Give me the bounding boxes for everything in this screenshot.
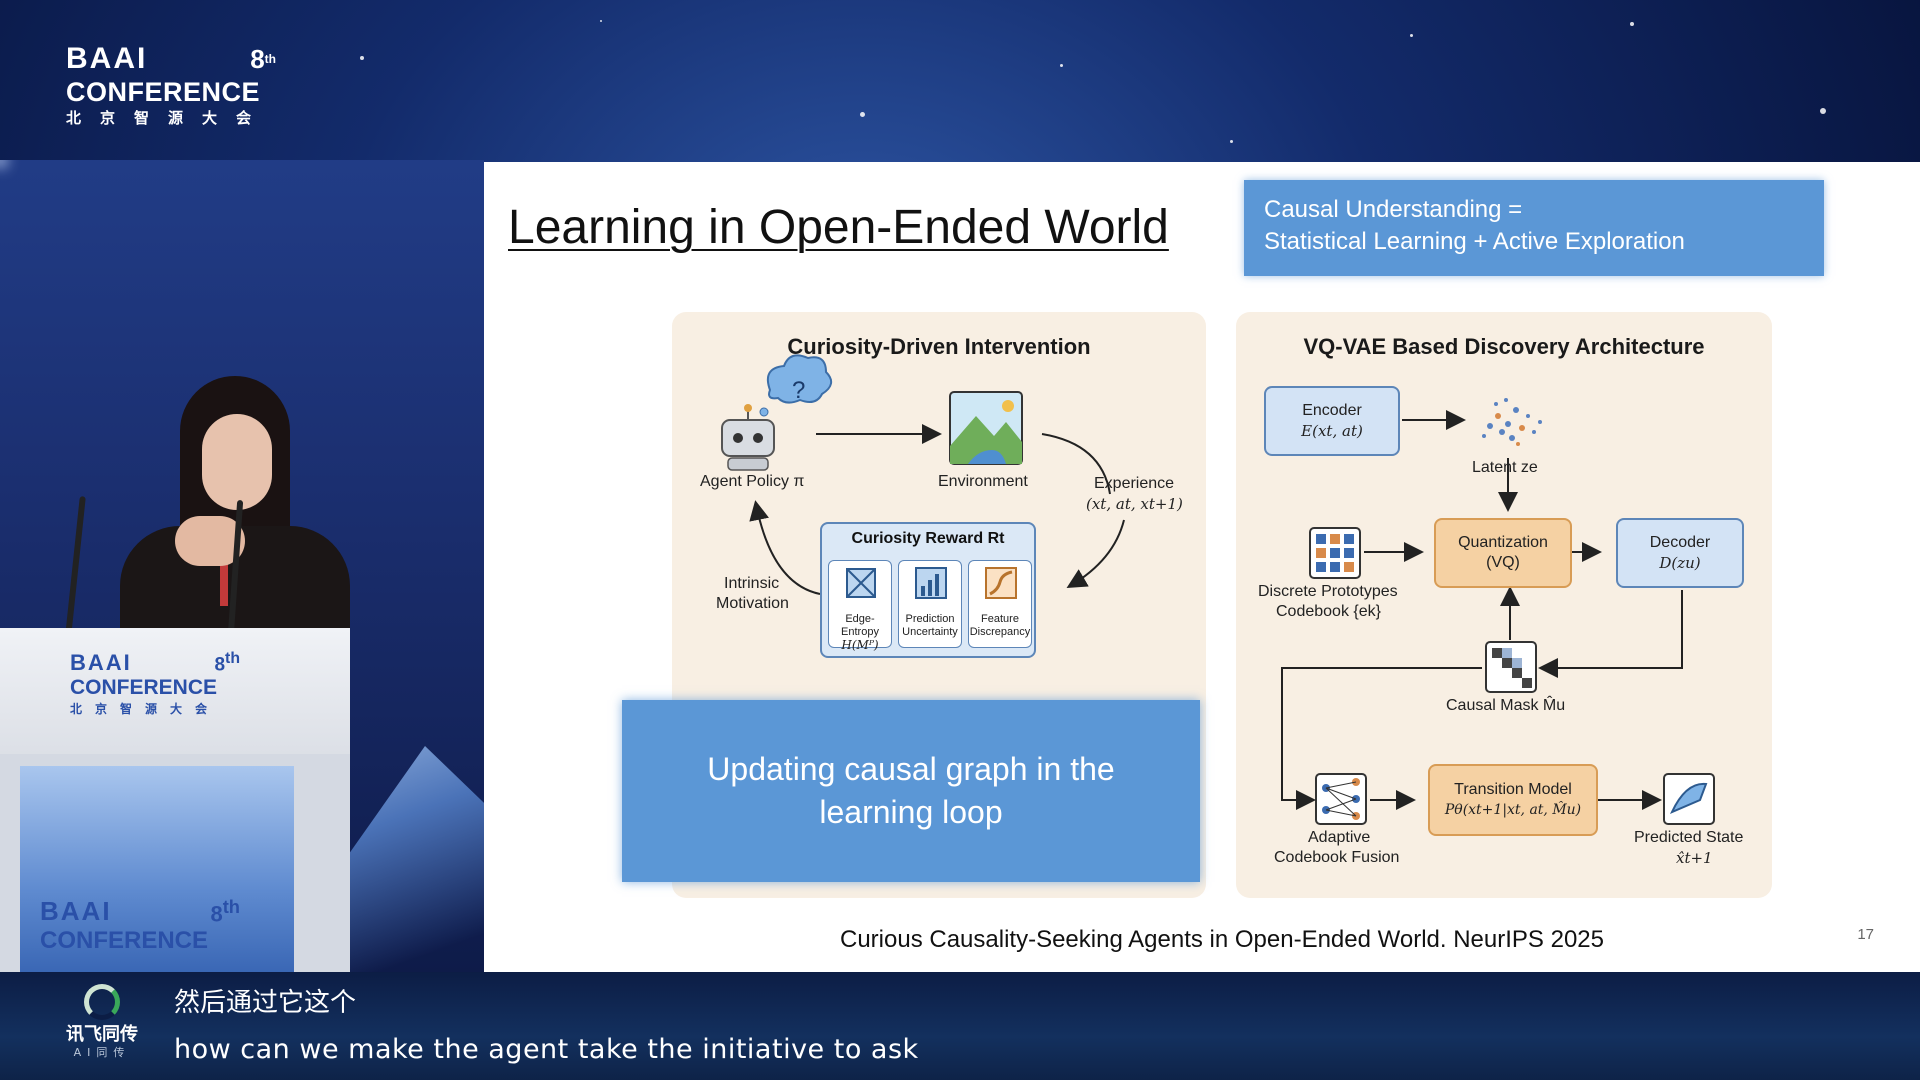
bar-chart-icon	[915, 567, 947, 599]
page-number: 17	[1857, 926, 1874, 943]
speaker-video: BAAI 8th CONFERENCE 北京智源大会 BAAI 8th CONF…	[0, 160, 484, 972]
podium-lower: BAAI 8th CONFERENCE	[0, 754, 350, 972]
slide-title: Learning in Open-Ended World	[508, 201, 1169, 254]
transition-model-box: Transition Model Pθ(xt+1|xt, at, M̂u)	[1428, 764, 1598, 836]
overlay-caption-box: Updating causal graph in the learning lo…	[622, 700, 1200, 882]
intrinsic-label: Intrinsic	[724, 575, 780, 592]
encoder-box: Encoder E(xt, at)	[1264, 386, 1400, 456]
robot-icon	[721, 404, 775, 471]
environment-label: Environment	[938, 473, 1028, 490]
predicted-state-label: Predicted State	[1634, 829, 1744, 846]
fusion-network-icon	[1315, 773, 1367, 825]
latent-label: Latent ze	[1472, 459, 1538, 476]
callout-line-2: Statistical Learning + Active Exploratio…	[1264, 228, 1685, 255]
quantization-box: Quantization (VQ)	[1434, 518, 1572, 588]
curiosity-diagram-graphics: ?	[721, 354, 1125, 595]
motivation-label: Motivation	[716, 595, 789, 612]
svg-text:?: ?	[792, 377, 805, 404]
logo-edition: 8th	[250, 44, 276, 74]
presentation-slide: Learning in Open-Ended World Causal Unde…	[484, 162, 1920, 972]
citation: Curious Causality-Seeking Agents in Open…	[840, 926, 1604, 953]
podium-lower-logo: BAAI 8th CONFERENCE	[40, 896, 240, 954]
prototypes-line-1: Discrete Prototypes	[1258, 583, 1398, 600]
latent-scatter-icon	[1482, 398, 1542, 446]
subtitle-english: how can we make the agent take the initi…	[174, 1034, 919, 1065]
fusion-line-2: Codebook Fusion	[1274, 849, 1400, 866]
predicted-state-math: x̂t+1	[1676, 849, 1713, 867]
decoder-box: Decoder D(zu)	[1616, 518, 1744, 588]
provider-subtitle: AI同传	[73, 1046, 131, 1059]
provider-mark-icon	[84, 984, 120, 1020]
experience-label: Experience	[1094, 475, 1175, 492]
causal-mask-icon	[1485, 641, 1537, 693]
microphone-left	[64, 496, 86, 646]
thought-bubble-icon: ?	[759, 354, 833, 417]
conference-logo: BAAI 8th CONFERENCE 北京智源大会	[66, 42, 276, 128]
vqvae-figure-title: VQ-VAE Based Discovery Architecture	[1303, 334, 1705, 359]
callout-box: Causal Understanding = Statistical Learn…	[1244, 180, 1824, 276]
logo-conference: CONFERENCE	[66, 77, 261, 107]
reward-title: Curiosity Reward Rt	[851, 530, 1005, 547]
experience-math: (xt, at, xt+1)	[1086, 495, 1183, 513]
overlay-line-1: Updating causal graph in the	[707, 751, 1115, 787]
prototypes-line-2: Codebook {ek}	[1276, 603, 1381, 620]
podium-logo: BAAI 8th CONFERENCE 北京智源大会	[70, 650, 240, 716]
edge-entropy-icon	[846, 568, 876, 598]
predicted-state-icon	[1663, 773, 1715, 825]
agent-policy-label: Agent Policy π	[700, 473, 805, 490]
vqvae-figure: VQ-VAE Based Discovery Architecture	[1236, 312, 1772, 898]
codebook-grid-icon	[1309, 527, 1361, 579]
callout-line-1: Causal Understanding =	[1264, 196, 1523, 223]
subtitle-chinese: 然后通过它这个	[174, 988, 357, 1018]
logo-chinese: 北京智源大会	[66, 109, 271, 127]
overlay-line-2: learning loop	[819, 794, 1003, 830]
translation-provider-logo: 讯飞同传 AI同传	[56, 984, 148, 1060]
fusion-line-1: Adaptive	[1308, 829, 1371, 846]
logo-baai: BAAI	[66, 42, 148, 75]
causal-mask-label: Causal Mask M̂u	[1446, 697, 1566, 714]
vqvae-diagram-graphics	[1281, 398, 1715, 825]
provider-name: 讯飞同传	[66, 1024, 138, 1045]
feature-curve-icon	[985, 567, 1017, 599]
environment-landscape-icon	[949, 391, 1023, 465]
subtitle-bar: 讯飞同传 AI同传 然后通过它这个 how can we make the ag…	[0, 972, 1920, 1080]
curiosity-figure-title: Curiosity-Driven Intervention	[787, 334, 1091, 359]
